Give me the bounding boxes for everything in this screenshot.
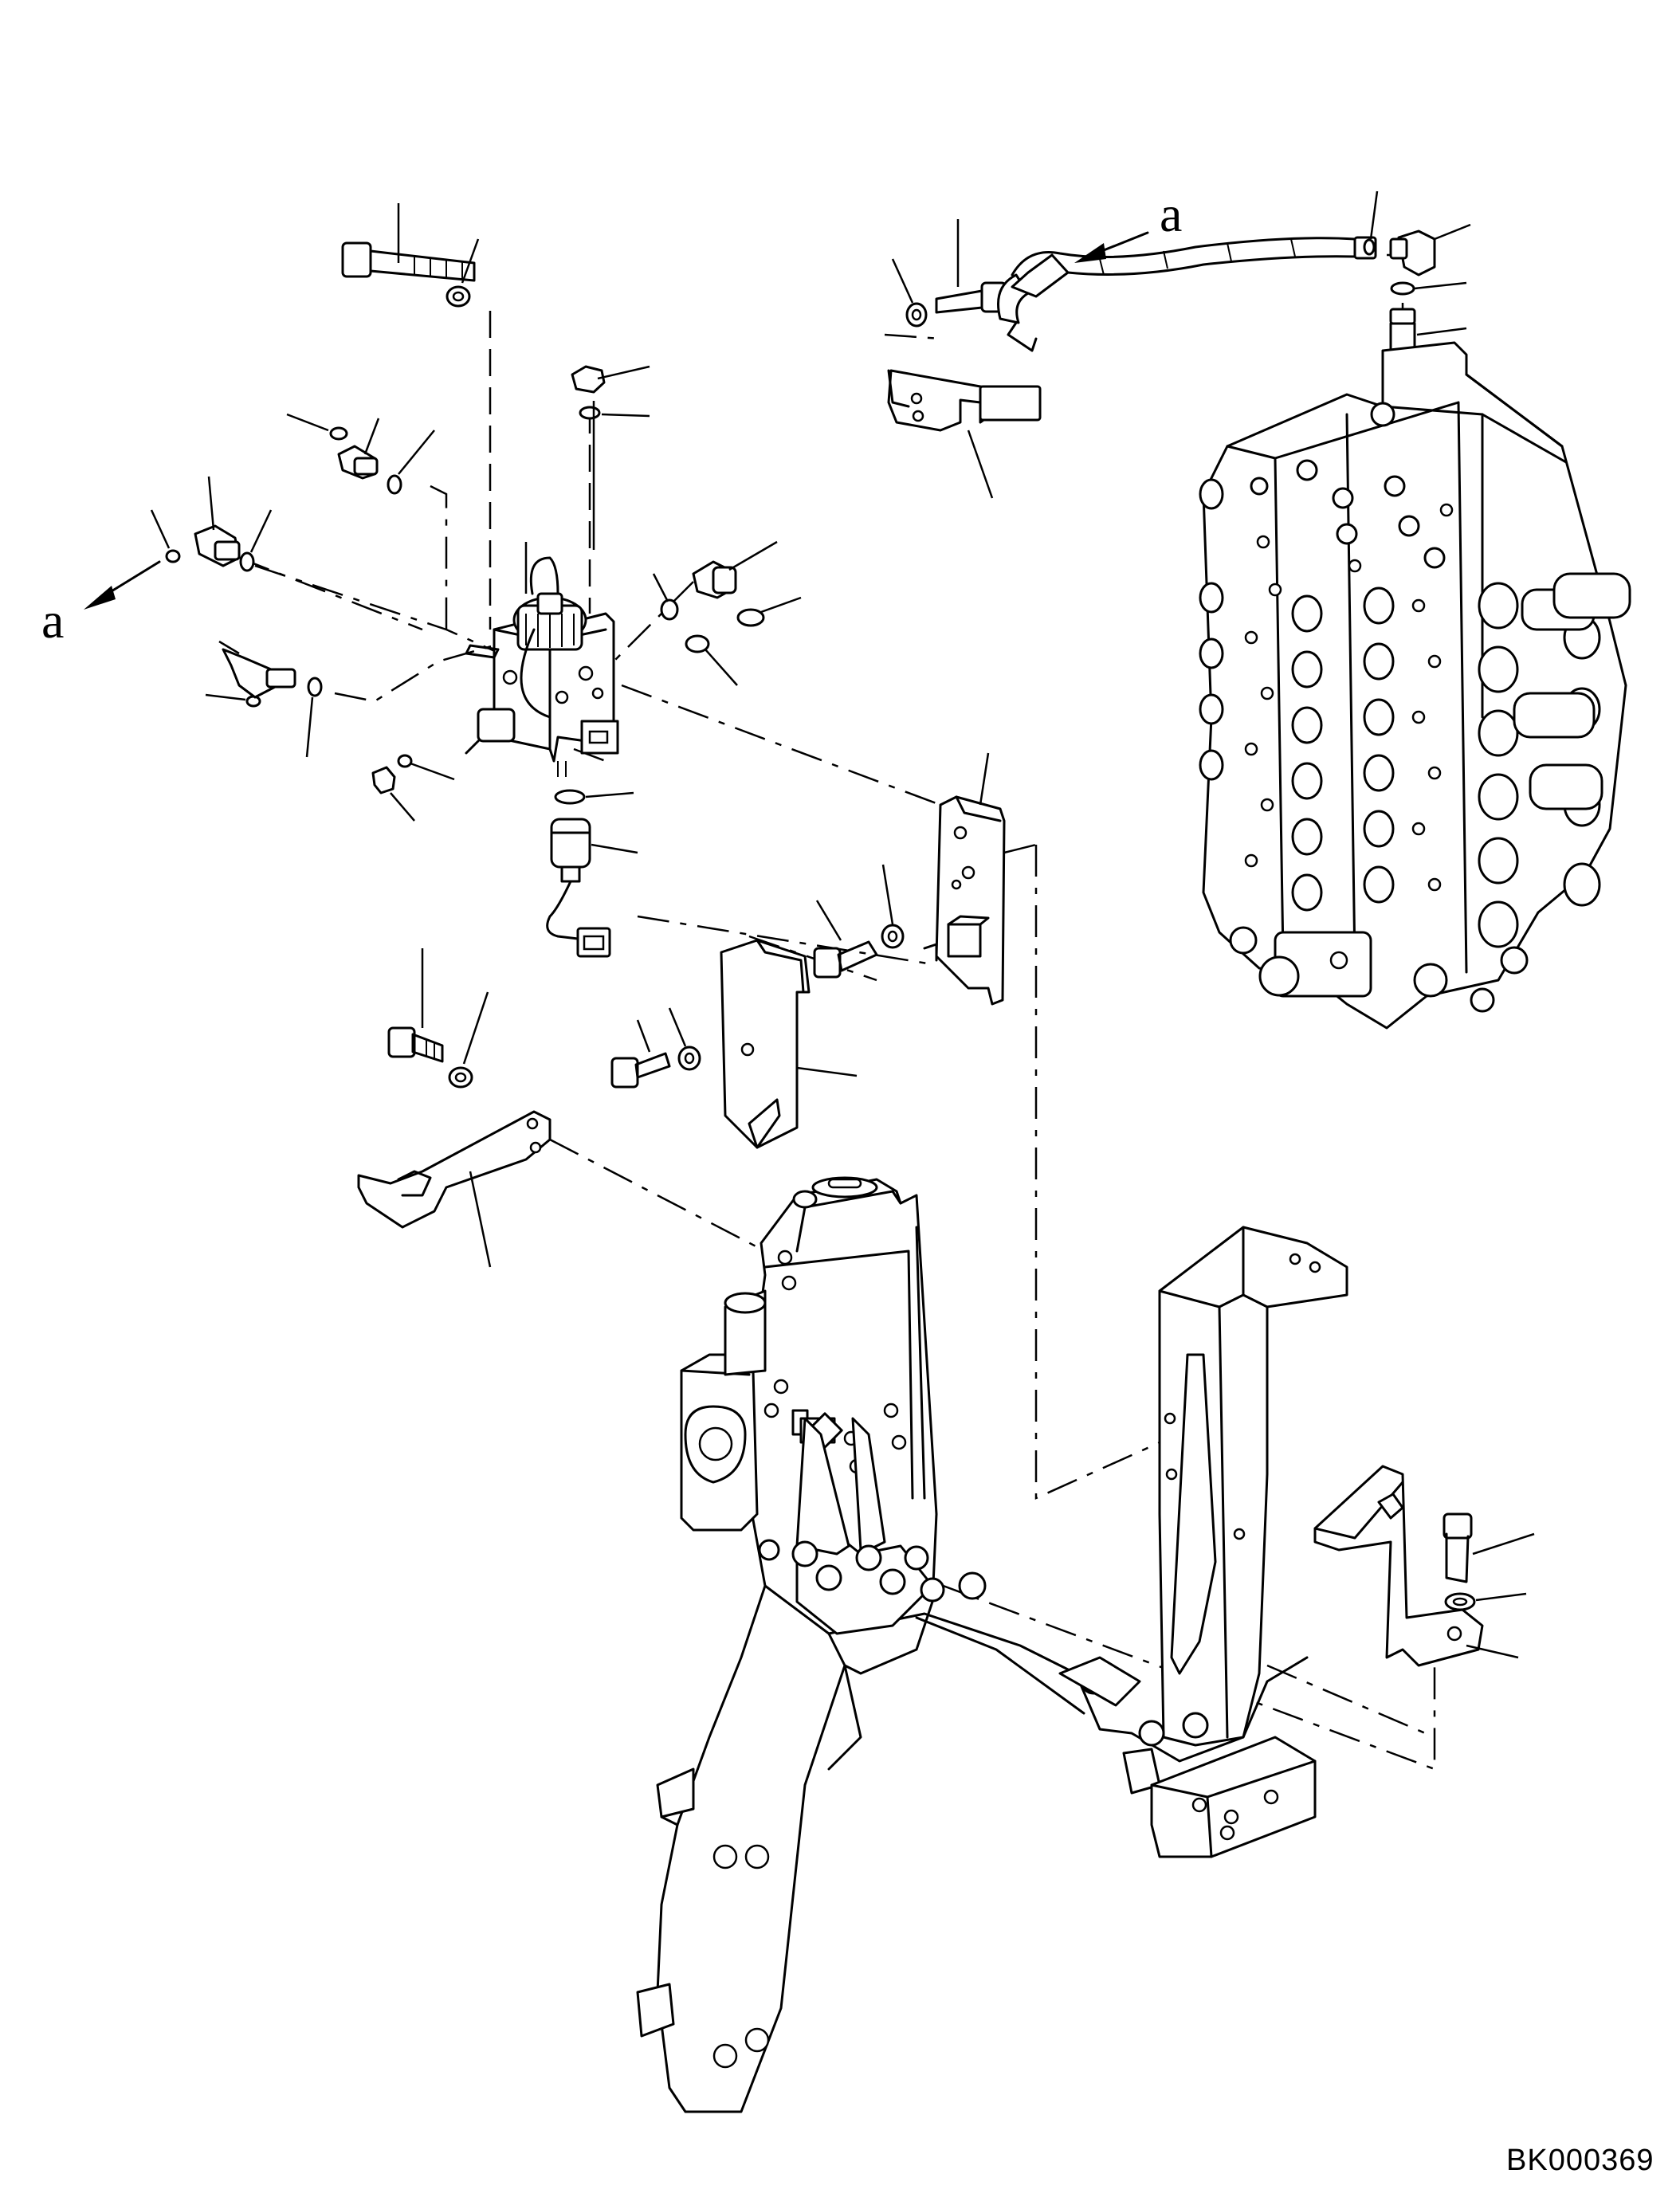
solenoid-valve-block xyxy=(465,542,619,777)
mounting-bracket-left xyxy=(357,1110,551,1268)
plug-small xyxy=(371,766,415,822)
solenoid-units xyxy=(1513,572,1631,810)
o-ring xyxy=(685,634,738,686)
bolt xyxy=(387,948,444,1063)
drawing-code: BK000369 xyxy=(1506,2144,1654,2177)
washer xyxy=(881,864,905,949)
o-ring-small xyxy=(286,413,348,441)
elbow-fitting xyxy=(337,418,380,480)
bolt xyxy=(813,900,878,979)
o-ring xyxy=(1390,281,1467,296)
o-ring-small xyxy=(1363,190,1379,256)
main-control-valve xyxy=(1199,341,1631,1030)
pressure-switch xyxy=(692,540,778,599)
mounting-plate xyxy=(720,939,858,1149)
valve-spool-caps xyxy=(1199,478,1601,948)
arrow-label-a: a xyxy=(41,592,64,649)
connector-bracket xyxy=(923,752,1006,1006)
o-ring-small xyxy=(397,754,455,781)
o-ring xyxy=(652,573,679,621)
mounting-bracket-right xyxy=(1313,1465,1519,1667)
plug xyxy=(571,365,650,394)
washer xyxy=(891,258,928,328)
valve-ports xyxy=(1244,503,1454,892)
washer xyxy=(1444,1592,1527,1611)
washer xyxy=(448,991,489,1089)
long-bolt xyxy=(341,203,476,282)
o-ring xyxy=(387,430,435,495)
elbow-fitting xyxy=(1389,223,1471,277)
washer xyxy=(668,1007,701,1071)
washer xyxy=(446,238,480,308)
pressure-sensor xyxy=(546,818,638,958)
machine-frame xyxy=(636,1176,1348,2113)
bolt xyxy=(935,219,1007,314)
valve-bolts xyxy=(1250,402,1446,569)
elbow-fitting xyxy=(194,476,241,567)
o-ring-small xyxy=(205,693,261,708)
bolt xyxy=(1443,1512,1535,1583)
clamp-bracket xyxy=(887,369,1042,499)
o-ring xyxy=(554,789,634,805)
bolt xyxy=(610,1019,671,1089)
o-ring-small xyxy=(150,509,181,563)
o-ring xyxy=(579,406,650,420)
flow-arrow-top: a xyxy=(1074,186,1182,263)
o-ring xyxy=(736,596,802,627)
valve-base xyxy=(1229,926,1529,1013)
flow-arrow-left: a xyxy=(41,560,161,649)
hydraulic-hose xyxy=(997,236,1377,352)
o-ring xyxy=(305,677,323,758)
arrow-label-a: a xyxy=(1160,186,1182,242)
o-ring xyxy=(239,509,273,572)
elbow-fitting xyxy=(218,640,296,699)
